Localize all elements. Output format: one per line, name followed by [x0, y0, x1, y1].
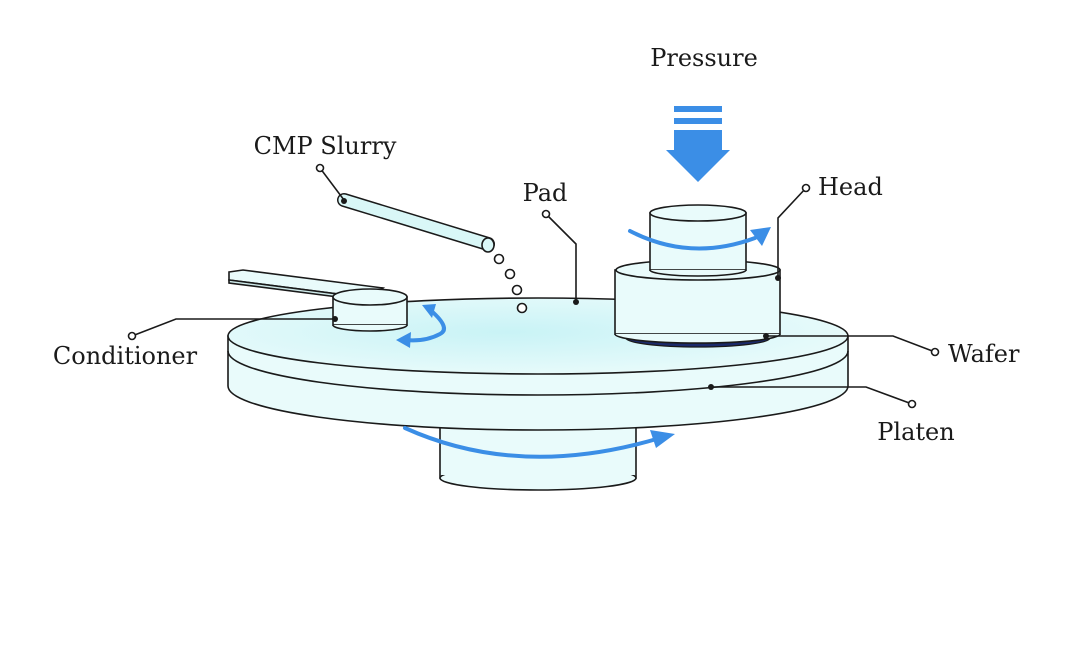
conditioner-rotation-icon [396, 304, 446, 348]
head-rotation-icon [628, 227, 771, 251]
head-label: Head [818, 173, 883, 201]
conditioner [228, 269, 408, 332]
head [614, 204, 781, 344]
leader-lines [127, 163, 940, 409]
wafer-label: Wafer [948, 340, 1020, 368]
slurry-drops [493, 253, 528, 314]
platen-label: Platen [877, 418, 954, 446]
cmp-slurry-label: CMP Slurry [254, 132, 397, 160]
conditioner-label: Conditioner [53, 342, 198, 370]
pressure-label: Pressure [650, 44, 758, 72]
pressure-arrow-icon [666, 106, 730, 182]
pad-label: Pad [523, 179, 568, 207]
slurry-tube [337, 193, 495, 253]
platen-rotation-icon [403, 426, 675, 459]
